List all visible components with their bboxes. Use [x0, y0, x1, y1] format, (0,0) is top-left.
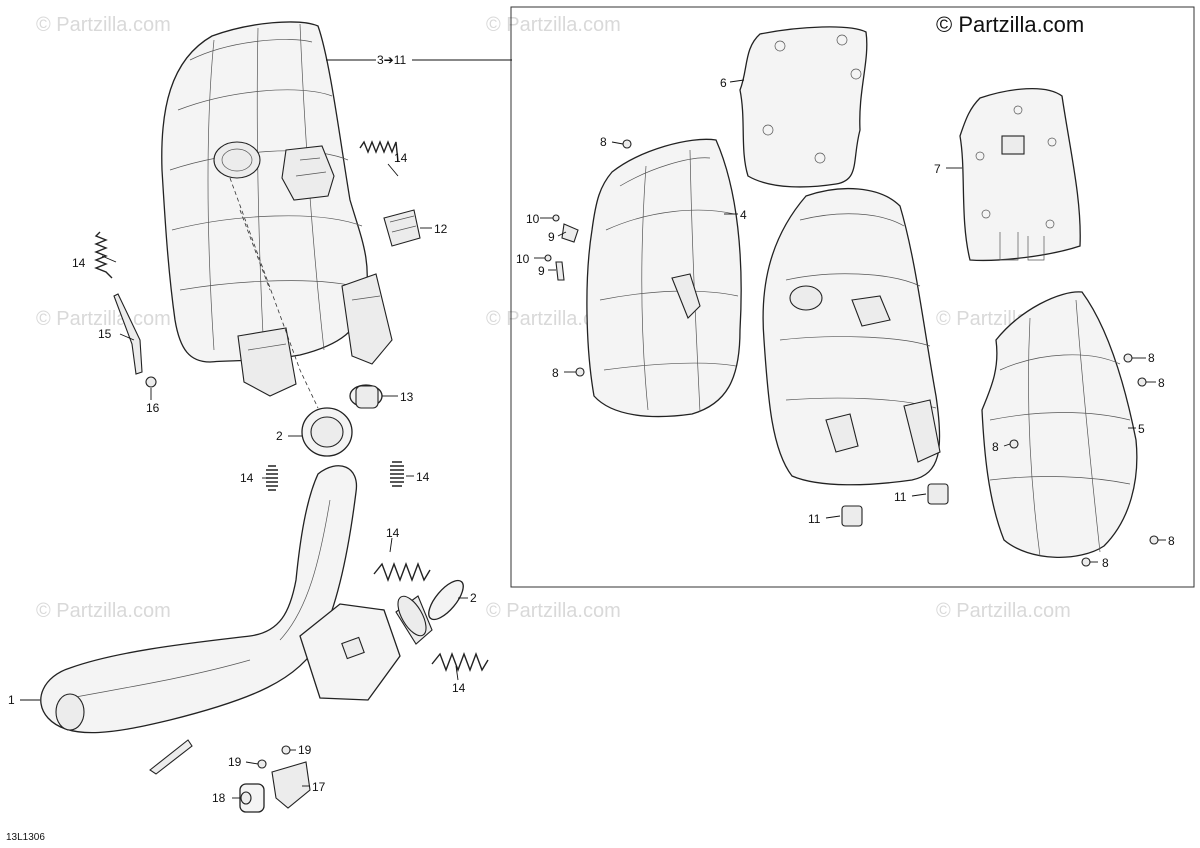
callout-16: 16: [146, 401, 160, 415]
part-8-rivet-top: [622, 139, 632, 149]
callout-4: 4: [740, 208, 747, 222]
callout-18: 18: [212, 791, 226, 805]
callout-8-r2: 8: [1158, 376, 1165, 390]
part-6-heat-shield: [739, 26, 868, 188]
copyright-notice: © Partzilla.com: [936, 12, 1085, 37]
part-2-gasket: [428, 579, 464, 621]
callout-3-11: 3➔11: [377, 53, 407, 67]
detail-frame: [510, 6, 1195, 588]
spring-mid-left: [266, 465, 278, 491]
spring-lower-upper: [373, 562, 431, 582]
part-2-seal-ring: [301, 407, 353, 457]
callout-13: 13: [400, 390, 414, 404]
spring-left: [94, 231, 113, 279]
part-11-block-b: [927, 483, 949, 505]
watermark-3: © Partzilla.com: [36, 308, 171, 330]
part-8-rivet-r4: [1149, 535, 1159, 545]
callout-1: 1: [8, 693, 15, 707]
callout-12: 12: [434, 222, 448, 236]
part-6-holes: [762, 34, 862, 164]
part-7-holes: [975, 105, 1057, 229]
callout-14-left: 14: [72, 256, 86, 270]
part-7-square-cutout: [1001, 135, 1025, 155]
callout-6: 6: [720, 76, 727, 90]
muffler-assembly: [161, 21, 393, 397]
part-9-clip-b: [555, 261, 565, 281]
part-7-insulator: [959, 87, 1081, 262]
callout-14-mid-right: 14: [416, 470, 430, 484]
leader-lines: [20, 59, 1166, 799]
part-19-bolt-a: [281, 745, 291, 755]
callout-10-a: 10: [526, 212, 540, 226]
callout-17: 17: [312, 780, 326, 794]
assembly-line-inlet: [229, 177, 319, 409]
callout-8-left: 8: [552, 366, 559, 380]
part-8-rivet-r1: [1123, 353, 1133, 363]
callout-15: 15: [98, 327, 112, 341]
part-18-bushing: [239, 783, 265, 813]
part-1-exhaust-pipe: [40, 465, 433, 775]
callout-11-a: 11: [808, 512, 821, 526]
part-5-panel: [981, 291, 1138, 558]
part-4-cover: [586, 138, 742, 418]
part-12-bracket: [383, 209, 421, 247]
callout-5: 5: [1138, 422, 1145, 436]
callout-19-right: 19: [298, 743, 312, 757]
callout-11-b: 11: [894, 490, 907, 504]
callout-8-r5: 8: [1102, 556, 1109, 570]
callout-2-ring: 2: [276, 429, 283, 443]
muffler-inlet: [789, 285, 823, 311]
part-8-rivet-r5: [1081, 557, 1091, 567]
callout-9-a: 9: [548, 230, 555, 244]
part-15-support-rod: [113, 293, 143, 375]
part-10-screw-b: [544, 254, 552, 262]
callout-9-b: 9: [538, 264, 545, 278]
assembly-line-center: [239, 209, 271, 291]
spring-mid-right: [390, 461, 404, 487]
callout-labels: 3➔11 14 12 14 15 16 13 2 14 14 14 2 14 1…: [8, 53, 1175, 805]
part-16-nut: [145, 376, 157, 388]
callout-14-lower-upper: 14: [386, 526, 400, 540]
spring-top: [359, 140, 399, 163]
callout-8-r3: 8: [992, 440, 999, 454]
callout-14-top: 14: [394, 151, 408, 165]
callout-8-r4: 8: [1168, 534, 1175, 548]
part-13-grommet: [349, 384, 383, 409]
spring-lower-right: [431, 652, 489, 672]
callout-10-b: 10: [516, 252, 530, 266]
part-8-rivet-r3: [1009, 439, 1019, 449]
watermark-7: © Partzilla.com: [486, 600, 621, 622]
callout-2-gasket: 2: [470, 591, 477, 605]
callout-8-top: 8: [600, 135, 607, 149]
callout-14-mid-left: 14: [240, 471, 254, 485]
callout-7: 7: [934, 162, 941, 176]
watermark-2: © Partzilla.com: [486, 14, 621, 36]
part-19-bolt-b: [257, 759, 267, 769]
part-8-rivet-r2: [1137, 377, 1147, 387]
watermark-8: © Partzilla.com: [936, 600, 1071, 622]
part-10-screw-a: [552, 214, 560, 222]
part-8-rivet-left: [575, 367, 585, 377]
callout-8-r1: 8: [1148, 351, 1155, 365]
callout-14-lower-right: 14: [452, 681, 466, 695]
watermark-6: © Partzilla.com: [36, 600, 171, 622]
drawing-code: 13L1306: [6, 832, 45, 843]
part-11-block-a: [841, 505, 863, 527]
watermark-1: © Partzilla.com: [36, 14, 171, 36]
callout-19-left: 19: [228, 755, 242, 769]
part-4-latch: [671, 273, 701, 319]
part-17-bracket: [271, 761, 311, 809]
